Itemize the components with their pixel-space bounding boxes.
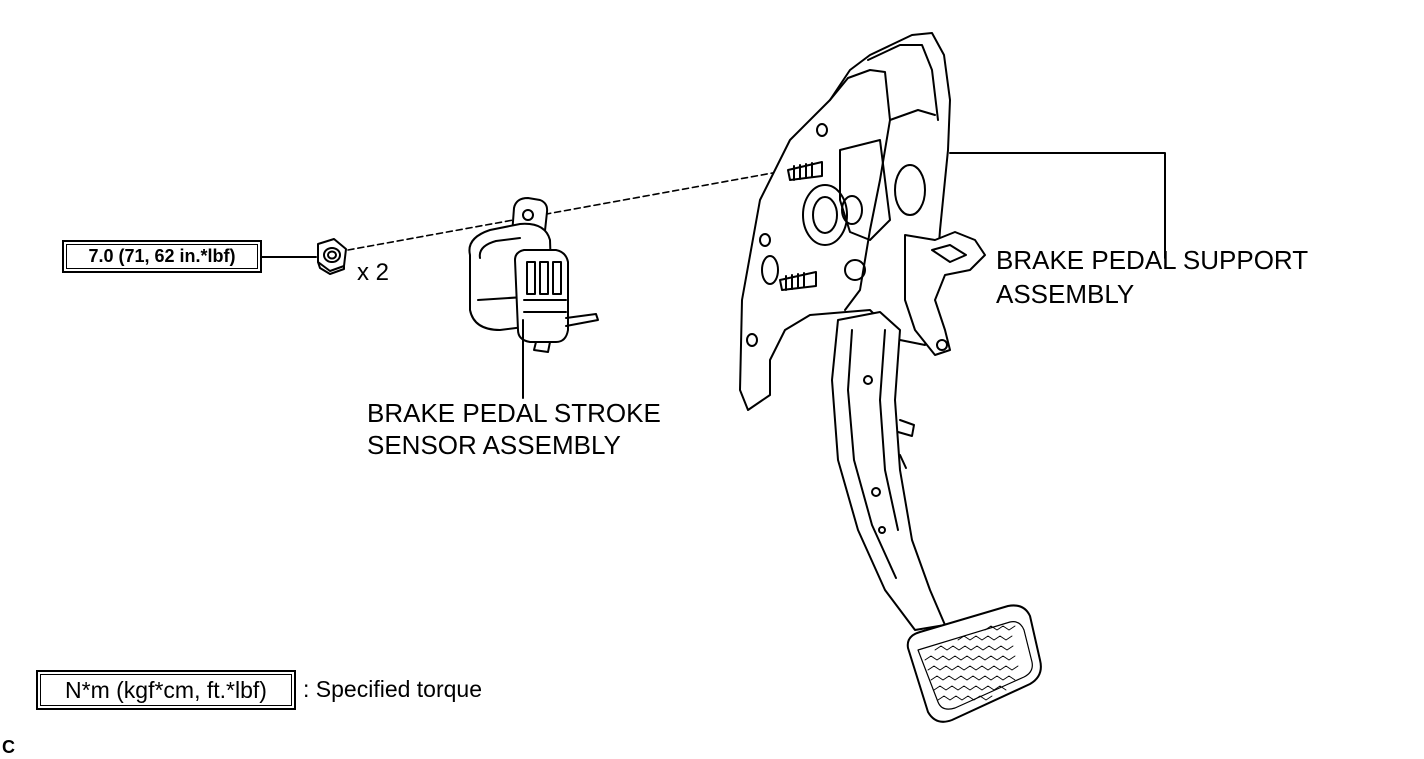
legend-unit-text: N*m (kgf*cm, ft.*lbf) [65, 676, 267, 703]
pedal-support-drawing [739, 32, 986, 411]
corner-code: C [2, 737, 15, 757]
stroke-sensor-label-line2: SENSOR ASSEMBLY [367, 430, 621, 460]
support-leader-line [949, 152, 1166, 259]
legend-description: : Specified torque [303, 676, 483, 702]
pedal-arm-drawing [831, 311, 946, 631]
stroke-sensor-drawing [468, 197, 599, 353]
quantity-label: x 2 [357, 259, 390, 286]
stroke-sensor-label-line1: BRAKE PEDAL STROKE [367, 398, 661, 428]
torque-value: 7.0 (71, 62 in.*lbf) [88, 246, 236, 266]
support-assembly-label-line2: ASSEMBLY [996, 279, 1135, 309]
nut-icon [317, 238, 347, 275]
support-assembly-label-line1: BRAKE PEDAL SUPPORT [996, 245, 1309, 275]
installation-dashed-line [347, 167, 801, 251]
torque-value-box: 7.0 (71, 62 in.*lbf) [62, 240, 262, 273]
legend-unit-box: N*m (kgf*cm, ft.*lbf) [36, 670, 296, 710]
pedal-pad-drawing [906, 604, 1042, 723]
